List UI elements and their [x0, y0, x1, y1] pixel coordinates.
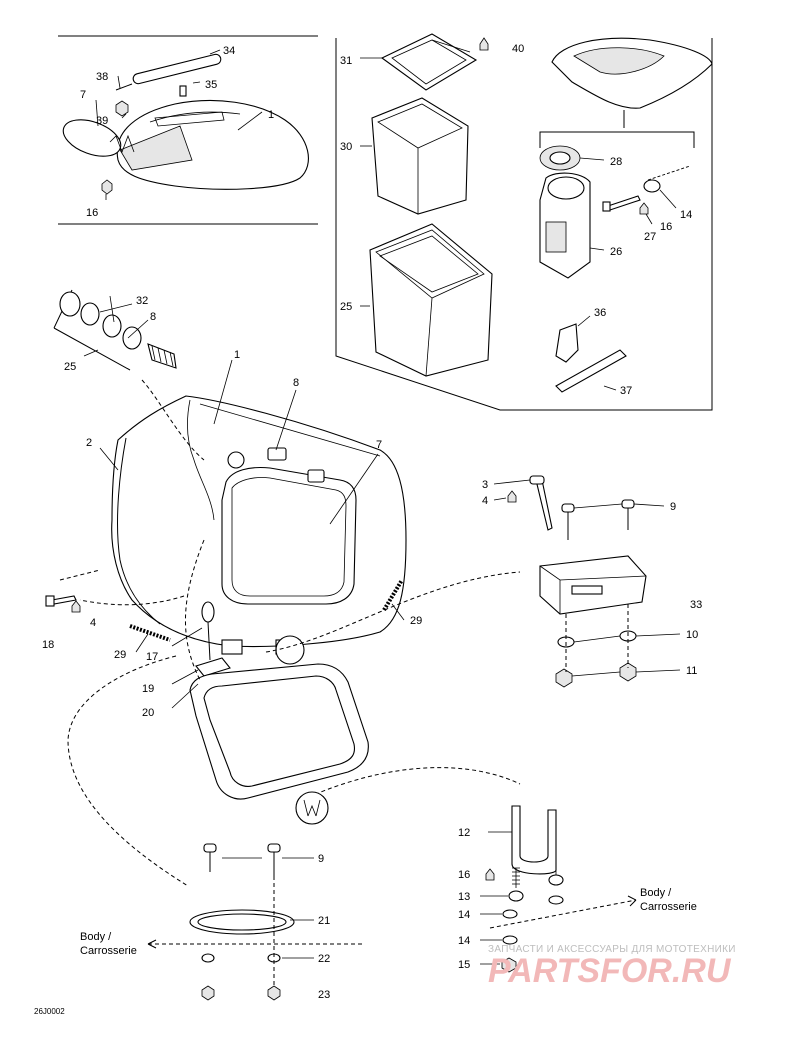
callout-28: 28 — [610, 156, 622, 168]
callout-24: 25 — [340, 301, 352, 313]
callout-25: 25 — [64, 361, 76, 373]
console-group — [45, 359, 521, 887]
seal-group — [147, 843, 364, 1001]
callout-35: 35 — [205, 79, 217, 91]
callout-18: 18 — [42, 639, 54, 651]
callout-36: 36 — [594, 307, 606, 319]
callout-labels: 34 38 35 7 1 39 16 31 40 30 25 28 14 16 … — [42, 43, 702, 1001]
callout-1-seat: 1 — [268, 109, 274, 121]
callout-29-right: 29 — [410, 615, 422, 627]
callout-29-left: 29 — [114, 649, 126, 661]
callout-4-right: 4 — [482, 495, 488, 507]
callout-7: 7 — [80, 89, 86, 101]
storage-bin-group — [335, 33, 713, 411]
callout-16-seat: 16 — [86, 207, 98, 219]
callout-12: 12 — [458, 827, 470, 839]
callout-26: 26 — [610, 246, 622, 258]
callout-31: 31 — [340, 55, 352, 67]
callout-37: 37 — [620, 385, 632, 397]
callout-13: 13 — [458, 891, 470, 903]
callout-14-bin: 14 — [680, 209, 692, 221]
callout-8: 8 — [150, 311, 156, 323]
callout-11: 11 — [686, 665, 697, 677]
callout-34: 34 — [223, 45, 235, 57]
callout-5: 7 — [376, 439, 382, 451]
body-label-right-1: Body / — [640, 887, 672, 899]
fitting-stack-group — [53, 289, 177, 371]
callout-33: 33 — [690, 599, 702, 611]
callout-32: 32 — [136, 295, 148, 307]
body-label-left-2: Carrosserie — [80, 945, 137, 957]
watermark-brand: PARTSFOR.RU — [488, 952, 732, 990]
callout-9-right: 9 — [670, 501, 676, 513]
callout-9-bottom: 9 — [318, 853, 324, 865]
callout-3: 3 — [482, 479, 488, 491]
callout-16-ubolt: 16 — [458, 869, 470, 881]
callout-1-console: 1 — [234, 349, 240, 361]
callout-23: 23 — [318, 989, 330, 1001]
drawing-code: 26J0002 — [34, 1007, 65, 1016]
callout-4-left: 4 — [90, 617, 96, 629]
callout-16-bin: 16 — [660, 221, 672, 233]
callout-40: 40 — [512, 43, 524, 55]
callout-15: 15 — [458, 959, 470, 971]
callout-10: 10 — [686, 629, 698, 641]
callout-30: 30 — [340, 141, 352, 153]
callout-20: 20 — [142, 707, 154, 719]
callout-22: 22 — [318, 953, 330, 965]
callout-2: 2 — [86, 437, 92, 449]
callout-21: 21 — [318, 915, 330, 927]
body-label-left-1: Body / — [80, 931, 112, 943]
callout-14-a: 14 — [458, 909, 470, 921]
watermark-caption: ЗАПЧАСТИ И АКСЕССУАРЫ ДЛЯ МОТОТЕХНИКИ — [488, 944, 736, 955]
callout-14-b: 14 — [458, 935, 470, 947]
hinge-group — [493, 475, 681, 688]
callout-38: 38 — [96, 71, 108, 83]
callout-27: 27 — [644, 231, 656, 243]
seat-cover-group — [58, 35, 318, 225]
body-label-right-2: Carrosserie — [640, 901, 697, 913]
callout-19: 19 — [142, 683, 154, 695]
u-bolt-group — [480, 805, 637, 973]
callout-17: 17 — [146, 651, 158, 663]
callout-6: 8 — [293, 377, 299, 389]
callout-39: 39 — [96, 115, 108, 127]
